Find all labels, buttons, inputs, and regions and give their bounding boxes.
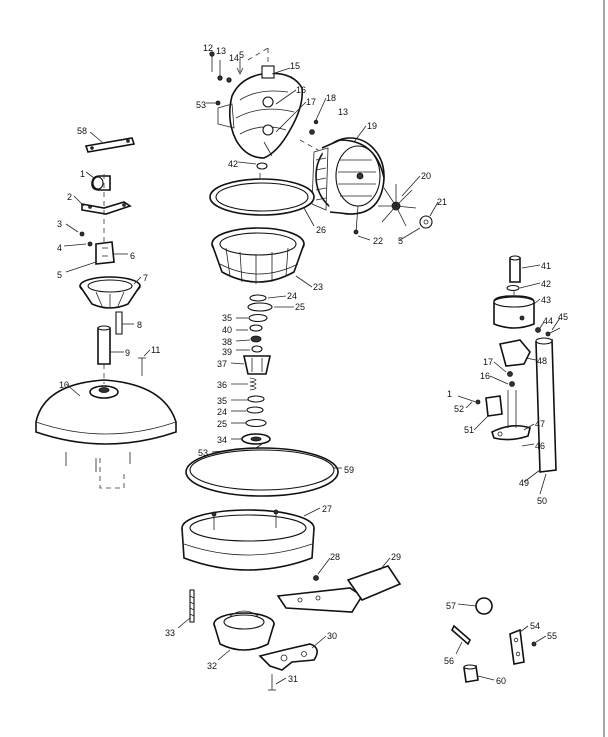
part-label-13: 13 xyxy=(338,107,349,117)
part-label-6: 6 xyxy=(130,251,136,261)
part-label-57: 57 xyxy=(446,601,457,611)
part-label-21: 21 xyxy=(437,197,448,207)
part-label-22: 22 xyxy=(373,236,384,246)
part-label-52: 52 xyxy=(454,404,465,414)
part-label-59: 59 xyxy=(344,465,355,475)
part-label-35: 35 xyxy=(217,396,228,406)
fan-blade xyxy=(378,184,417,227)
part-label-37: 37 xyxy=(217,359,228,369)
part-label-28: 28 xyxy=(330,552,341,562)
part-label-34: 34 xyxy=(217,435,228,445)
part-label-53: 53 xyxy=(196,100,207,110)
part-label-36: 36 xyxy=(217,380,228,390)
part-label-26: 26 xyxy=(316,225,327,235)
part-label-4: 4 xyxy=(57,243,63,253)
part-label-8: 8 xyxy=(137,320,143,330)
part-label-35: 35 xyxy=(222,313,233,323)
part-label-17: 17 xyxy=(306,97,317,107)
part-label-17: 17 xyxy=(483,357,494,367)
part-label-33: 33 xyxy=(165,628,176,638)
part-label-25: 25 xyxy=(295,302,306,312)
part-label-5: 5 xyxy=(398,236,404,246)
part-label-45: 45 xyxy=(558,312,569,322)
part-label-12: 12 xyxy=(203,43,214,53)
part-label-47: 47 xyxy=(535,419,546,429)
part-label-19: 19 xyxy=(367,121,378,131)
part-label-50: 50 xyxy=(537,496,548,506)
part-label-1: 1 xyxy=(80,169,86,179)
part-label-44: 44 xyxy=(543,316,554,326)
part-label-56: 56 xyxy=(444,656,455,666)
part-label-51: 51 xyxy=(464,425,475,435)
small-screws-top xyxy=(206,51,319,135)
part-label-5: 5 xyxy=(239,50,245,60)
part-label-39: 39 xyxy=(222,347,233,357)
part-label-30: 30 xyxy=(327,631,338,641)
part-label-31: 31 xyxy=(288,674,299,684)
upper-cup xyxy=(79,276,141,309)
part-label-27: 27 xyxy=(322,504,333,514)
part-label-40: 40 xyxy=(222,325,233,335)
part-label-46: 46 xyxy=(535,441,546,451)
part-label-11: 11 xyxy=(151,345,161,355)
gear-housing xyxy=(217,65,304,159)
part-label-23: 23 xyxy=(313,282,324,292)
part-label-18: 18 xyxy=(326,93,337,103)
part-label-53: 53 xyxy=(198,448,209,458)
part-label-48: 48 xyxy=(537,356,548,366)
lid-cover xyxy=(35,379,177,472)
part-label-49: 49 xyxy=(519,478,530,488)
blade-plate xyxy=(276,565,402,613)
part-label-14: 14 xyxy=(229,53,240,63)
part-label-38: 38 xyxy=(222,337,233,347)
part-label-1: 1 xyxy=(447,389,453,399)
impeller-basket xyxy=(211,227,305,284)
part-label-2: 2 xyxy=(67,192,73,202)
part-label-42: 42 xyxy=(541,279,552,289)
part-label-10: 10 xyxy=(59,380,70,390)
part-label-60: 60 xyxy=(496,676,507,686)
part-label-24: 24 xyxy=(217,407,228,417)
part-label-29: 29 xyxy=(391,552,402,562)
part-label-25: 25 xyxy=(217,419,228,429)
band-ring xyxy=(185,447,339,497)
part-label-55: 55 xyxy=(547,631,558,641)
part-label-41: 41 xyxy=(541,261,552,271)
part-label-42: 42 xyxy=(228,159,239,169)
part-label-9: 9 xyxy=(125,348,131,358)
motor-assembly xyxy=(311,137,385,215)
part-label-15: 15 xyxy=(290,61,301,71)
part-label-58: 58 xyxy=(77,126,88,136)
part-label-20: 20 xyxy=(421,171,432,181)
part-label-13: 13 xyxy=(216,46,227,56)
part-label-43: 43 xyxy=(541,295,552,305)
part-label-16: 16 xyxy=(296,85,307,95)
part-label-3: 3 xyxy=(57,219,63,229)
part-label-16: 16 xyxy=(480,371,491,381)
motor-base xyxy=(213,610,275,651)
part-label-32: 32 xyxy=(207,661,218,671)
part-label-54: 54 xyxy=(530,621,541,631)
part-label-24: 24 xyxy=(287,291,298,301)
part-label-7: 7 xyxy=(143,273,149,283)
part-label-5: 5 xyxy=(57,270,63,280)
lower-bowl xyxy=(181,509,315,571)
